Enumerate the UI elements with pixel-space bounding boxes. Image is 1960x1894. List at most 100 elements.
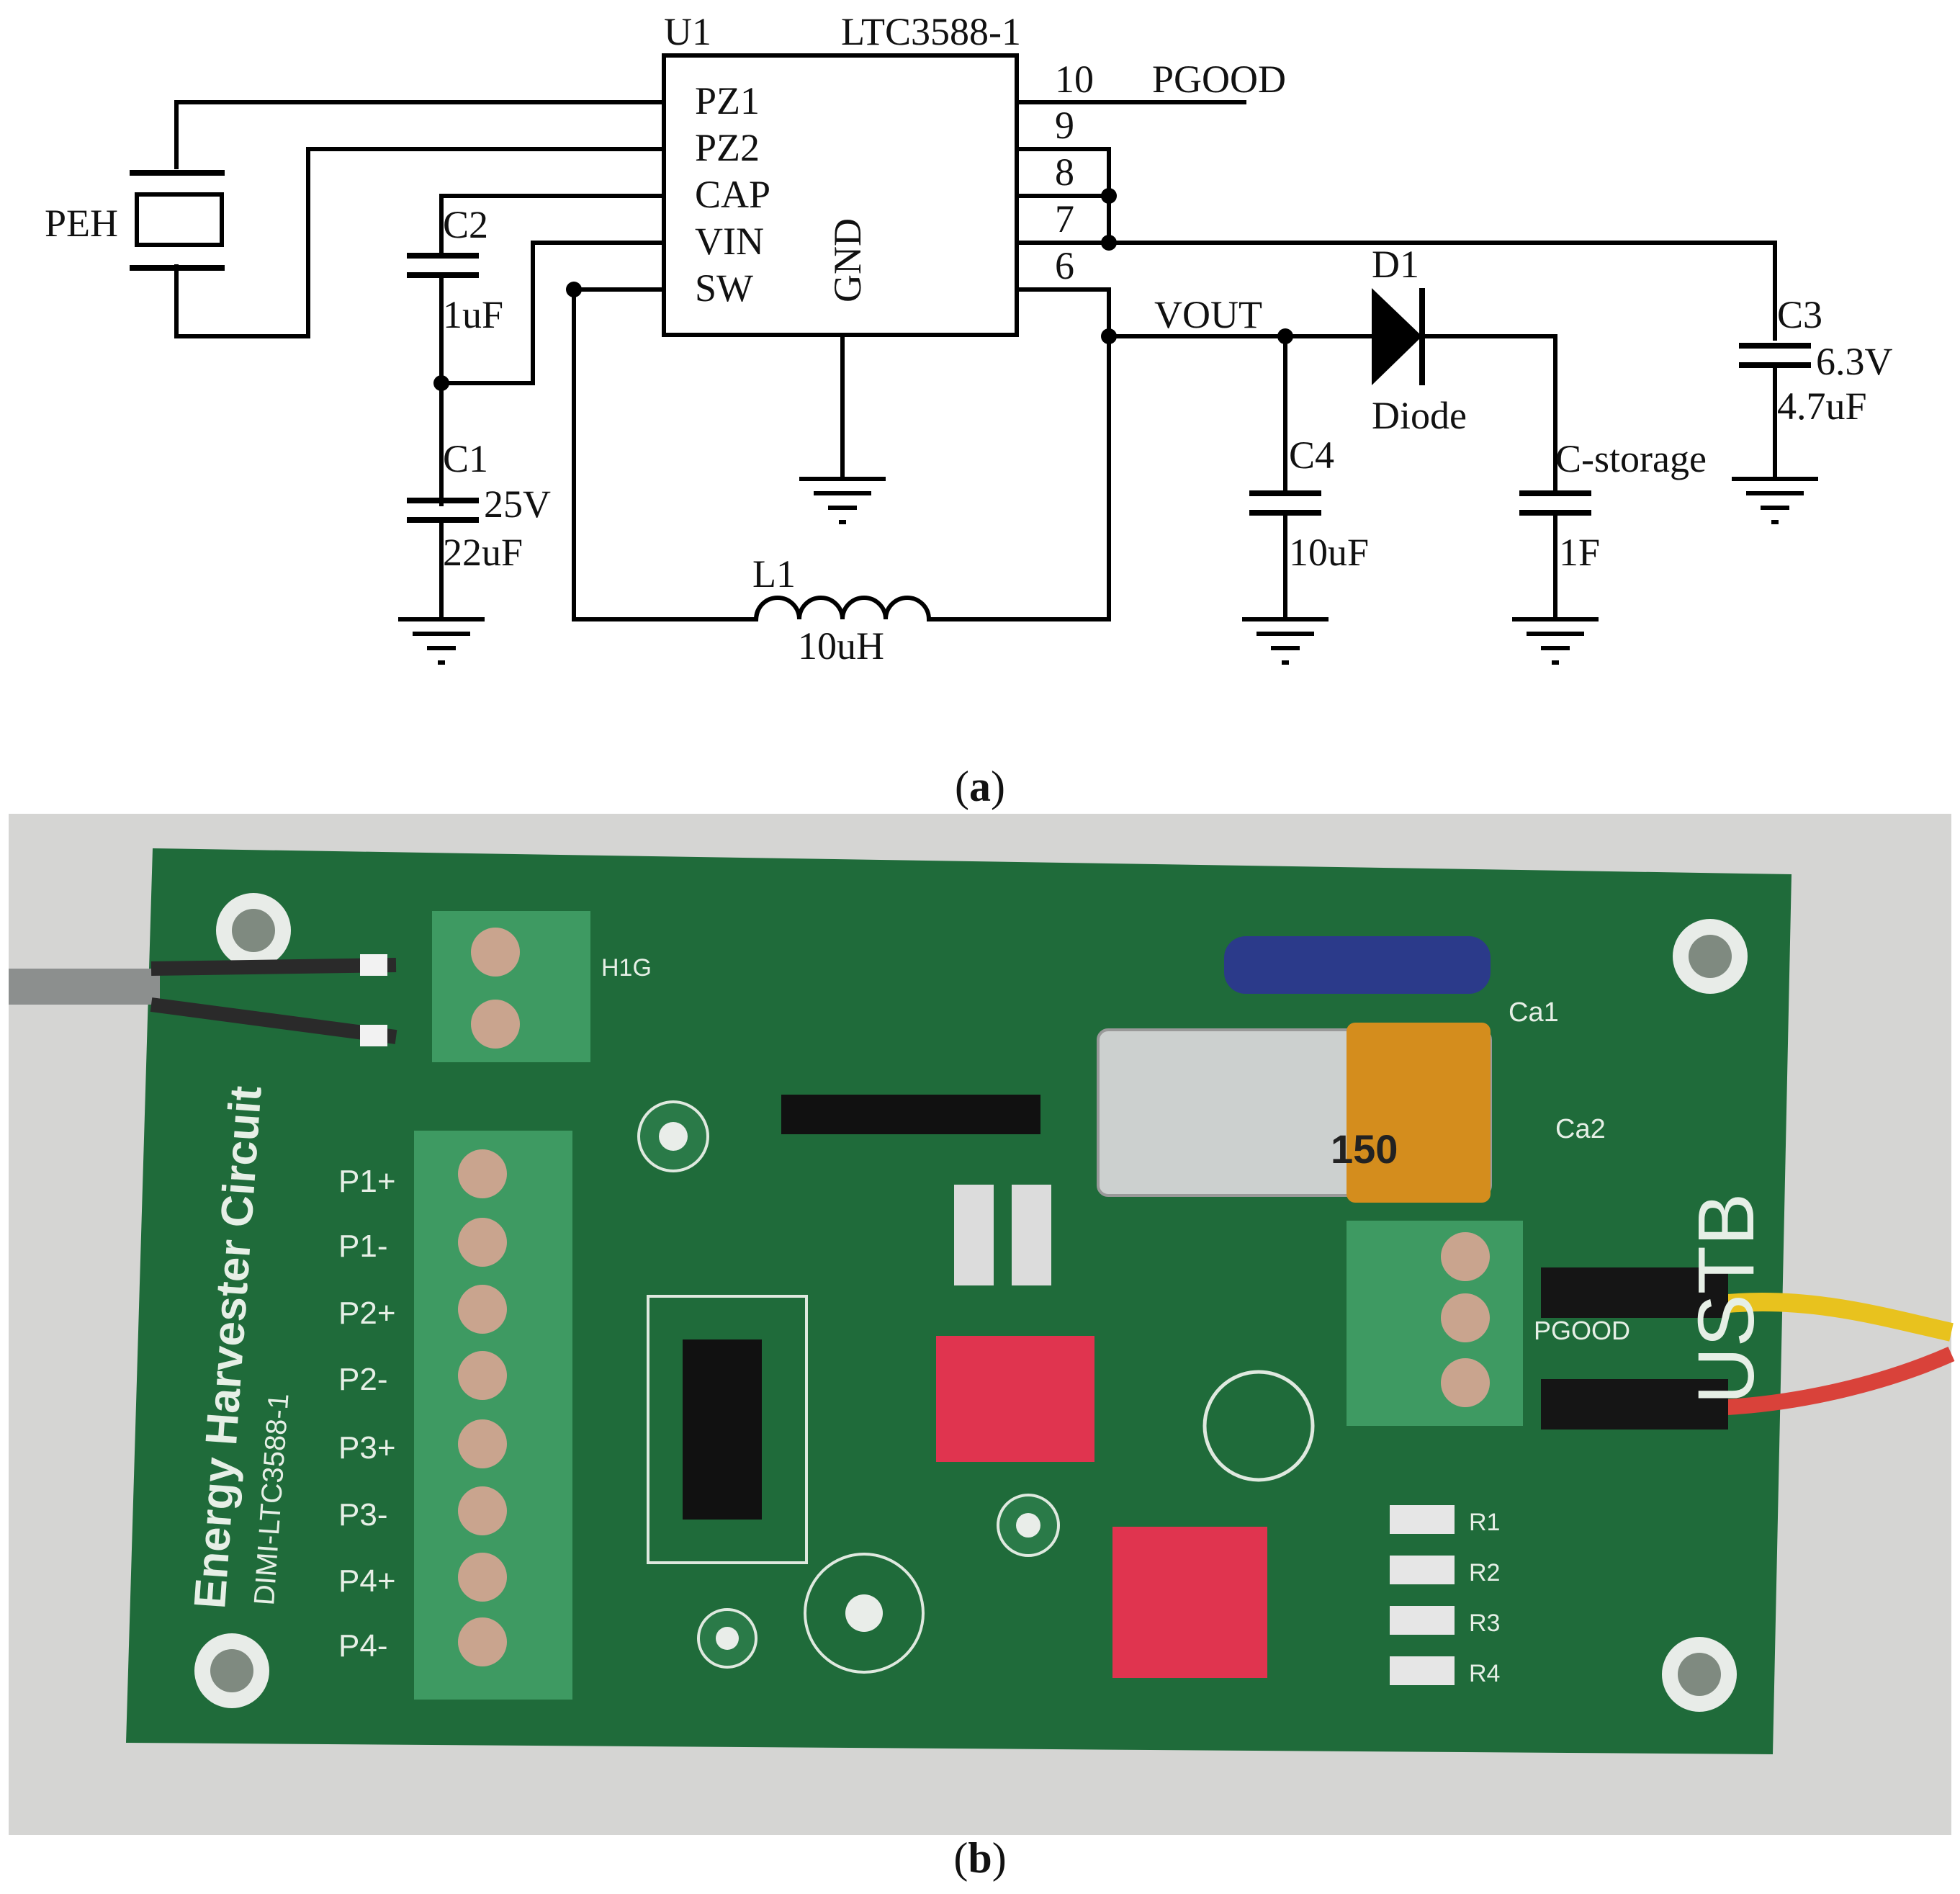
led-resistors: R1 R2 R3 R4 <box>1390 1505 1500 1687</box>
d1-ref: D1 <box>1372 243 1419 286</box>
board-logo: USTB <box>1682 1193 1771 1404</box>
ic-pin-cap: CAP <box>695 173 770 216</box>
wire-red <box>1713 1346 1955 1416</box>
lead-tip-1 <box>360 954 387 976</box>
net-pgood: PGOOD <box>1152 58 1286 101</box>
wire-cap <box>439 194 666 256</box>
terminal-label: P2+ <box>338 1296 396 1331</box>
terminal-block-right <box>1347 1221 1523 1426</box>
inductor-l1: L1 10uH <box>752 552 935 668</box>
terminal-label: P4- <box>338 1628 387 1664</box>
ground-ic <box>799 477 886 524</box>
terminal-block-top <box>432 911 590 1062</box>
terminal-labels: P1+ P1- P2+ P2- P3+ P3- P4+ P4- <box>338 1164 396 1664</box>
terminal-label: P2- <box>338 1362 387 1397</box>
schematic: U1 LTC3588-1 PZ1 PZ2 CAP VIN SW GND 10 9… <box>45 10 1893 668</box>
d1-value: Diode <box>1372 394 1467 437</box>
c3-ref: C3 <box>1777 293 1822 336</box>
dip-switch-2 <box>1112 1527 1267 1678</box>
led-label: R1 <box>1469 1509 1500 1536</box>
cstorage-value: 1F <box>1559 531 1600 574</box>
slide-switch-1 <box>954 1185 994 1285</box>
battery-marking: 150 <box>1331 1126 1398 1172</box>
terminal-label: P1- <box>338 1229 387 1264</box>
ic-pin-9: 9 <box>1055 104 1074 147</box>
caption-b: (b) <box>953 1834 1006 1882</box>
ic-pin-pz2: PZ2 <box>695 126 760 169</box>
wire-sw <box>572 287 758 621</box>
l1-value: 10uH <box>798 624 884 668</box>
junction-pin7 <box>1101 235 1117 251</box>
supercap-blue <box>1224 936 1491 994</box>
gray-cable-leads <box>150 958 397 1044</box>
c1-ref: C1 <box>443 437 488 480</box>
ground-symbols <box>398 477 1818 665</box>
ic-pin-pz1: PZ1 <box>695 79 760 122</box>
peh-piezo: PEH <box>45 170 225 271</box>
wire-yellow <box>1727 1293 1954 1342</box>
mounting-holes <box>194 893 1748 1712</box>
junction-sw <box>566 282 582 297</box>
gray-cable <box>9 969 160 1005</box>
wire-pin6-vout <box>931 287 1111 621</box>
battery-wrap <box>1347 1023 1491 1203</box>
ground-c1 <box>398 617 485 665</box>
ic-pin-vin: VIN <box>695 220 764 263</box>
capacitor-c2: C2 1uF <box>407 203 503 506</box>
led-label: R3 <box>1469 1610 1500 1637</box>
c2-ref: C2 <box>443 203 488 246</box>
peh-label: PEH <box>45 202 118 245</box>
ic-pin-sw: SW <box>695 266 753 310</box>
terminal-label: P3+ <box>338 1430 396 1466</box>
c3-voltage: 6.3V <box>1816 340 1893 383</box>
capacitor-marking-1: Ca1 <box>1509 997 1559 1028</box>
ic-module <box>647 1295 808 1564</box>
terminal-label: P3- <box>338 1497 387 1532</box>
ic-pin-6: 6 <box>1055 244 1074 287</box>
switch-s1 <box>1202 1370 1315 1482</box>
capacitor-c3: C3 6.3V 4.7uF <box>1739 293 1893 481</box>
l1-ref: L1 <box>752 552 796 596</box>
connector-black-1 <box>1541 1267 1728 1318</box>
ic-gnd-label: GND <box>826 218 869 302</box>
c4-value: 10uF <box>1289 531 1369 574</box>
caption-a: (a) <box>955 763 1005 810</box>
wire-pz2 <box>174 147 666 338</box>
slide-switch-2 <box>1012 1185 1051 1285</box>
pgood-label: PGOOD <box>1534 1316 1630 1345</box>
lead-tip-2 <box>360 1025 387 1046</box>
wire-pins-8-9-7 <box>1015 147 1777 341</box>
header-label: H1G <box>601 954 652 982</box>
net-vout: VOUT <box>1154 293 1262 336</box>
c4-ref: C4 <box>1289 434 1334 477</box>
ic-u1-body <box>662 53 1019 337</box>
c1-voltage: 25V <box>484 483 551 526</box>
terminal-strip <box>414 1131 572 1700</box>
ground-c3 <box>1732 477 1818 524</box>
terminal-label: P4+ <box>338 1563 396 1599</box>
capacitor-cstorage: C-storage 1F <box>1519 437 1707 574</box>
cstorage-ref: C-storage <box>1555 437 1707 480</box>
c1-value: 22uF <box>443 531 523 574</box>
c2-value: 1uF <box>443 293 503 336</box>
c3-value: 4.7uF <box>1777 385 1867 428</box>
dip-switch-1 <box>936 1336 1094 1462</box>
ground-cstorage <box>1512 617 1599 665</box>
connector-black-2 <box>1541 1379 1728 1430</box>
diode-d1: D1 Diode <box>1372 243 1557 621</box>
capacitor-c4: C4 10uF <box>1249 334 1369 621</box>
ic-pin-8: 8 <box>1055 151 1074 194</box>
led-label: R2 <box>1469 1559 1500 1586</box>
ic-u1-ref: U1 <box>664 10 711 53</box>
ground-c4 <box>1242 617 1329 665</box>
terminal-label: P1+ <box>338 1164 396 1199</box>
capacitor-marking-2: Ca2 <box>1555 1114 1606 1144</box>
pin-header <box>781 1095 1040 1134</box>
led-label: R4 <box>1469 1660 1500 1687</box>
ic-pin-7: 7 <box>1055 197 1074 241</box>
ic-u1-part: LTC3588-1 <box>841 10 1021 53</box>
wire-pz1 <box>174 100 666 169</box>
pcb-photo: H1G Energy Harvester Circuit DIMI-LTC358… <box>9 814 1955 1835</box>
